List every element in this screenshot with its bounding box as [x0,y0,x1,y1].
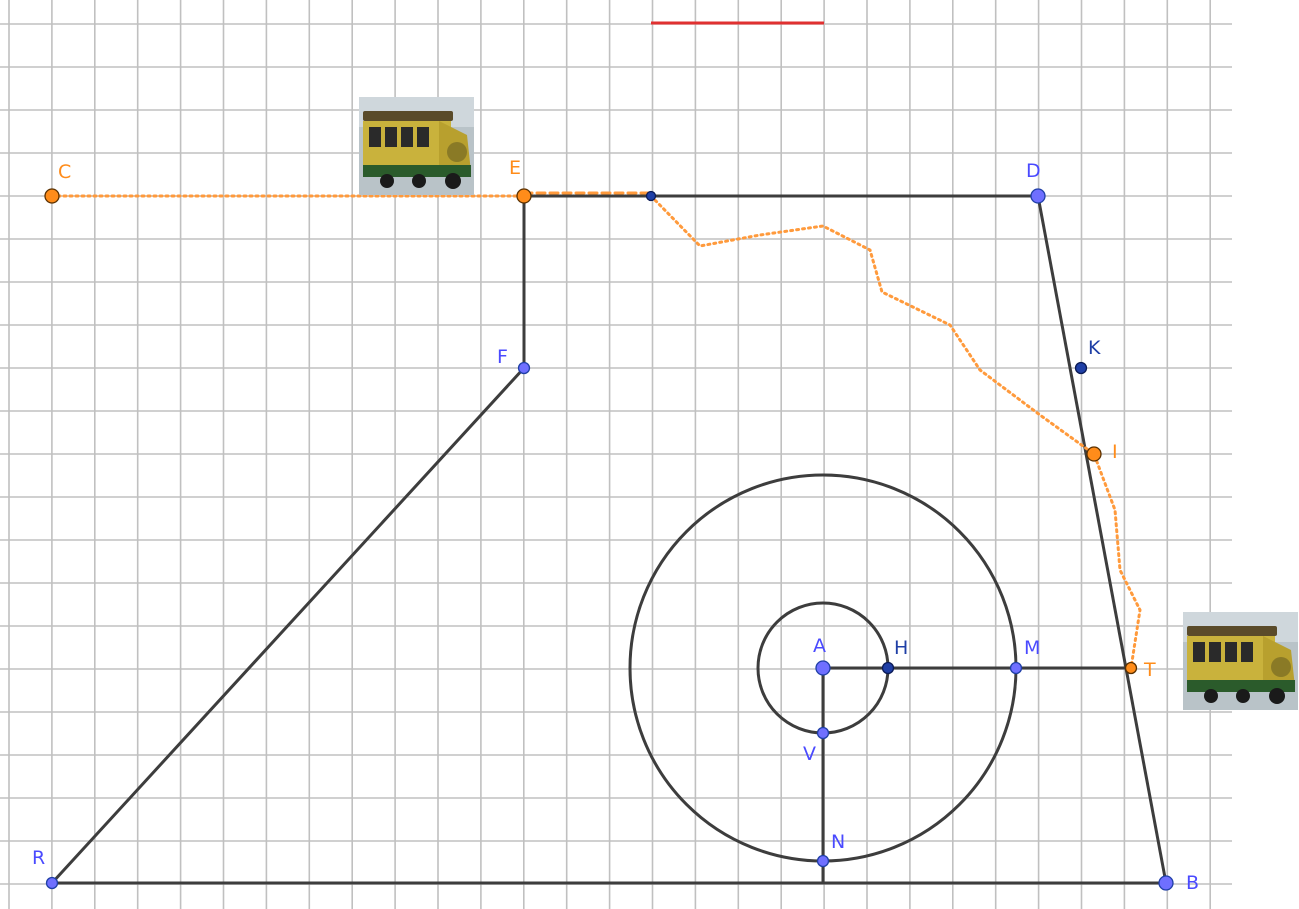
point-H[interactable] [881,661,895,675]
label-N: N [831,831,845,853]
point-E[interactable] [516,188,532,204]
point-C[interactable] [44,188,60,204]
train-image-2 [1183,612,1298,710]
point-path-start[interactable] [645,190,657,202]
point-F[interactable] [517,361,531,375]
point-M[interactable] [1009,661,1023,675]
segment-FR[interactable] [50,366,526,885]
label-A: A [813,635,826,657]
point-R[interactable] [45,876,59,890]
point-V[interactable] [816,726,830,740]
label-B: B [1186,872,1199,894]
grid [0,0,1232,909]
label-R: R [32,847,45,869]
train-image-1 [359,97,474,195]
point-T[interactable] [1124,661,1138,675]
point-I[interactable] [1086,446,1102,462]
path-track [649,194,1142,670]
label-H: H [894,637,908,659]
label-E: E [509,157,521,179]
point-B[interactable] [1158,875,1174,891]
label-V: V [803,743,816,765]
labels: C E D F K I A H M T V N R B [32,157,1199,894]
label-D: D [1026,160,1041,182]
label-K: K [1088,337,1101,359]
points [44,188,1174,891]
label-I: I [1112,441,1118,463]
point-N[interactable] [816,854,830,868]
segment-DB[interactable] [1036,195,1168,884]
point-K[interactable] [1074,361,1088,375]
label-C: C [58,161,71,183]
point-A[interactable] [815,660,831,676]
point-D[interactable] [1030,188,1046,204]
paths [50,191,1142,670]
label-T: T [1143,659,1156,681]
label-F: F [497,346,508,368]
label-M: M [1024,637,1040,659]
